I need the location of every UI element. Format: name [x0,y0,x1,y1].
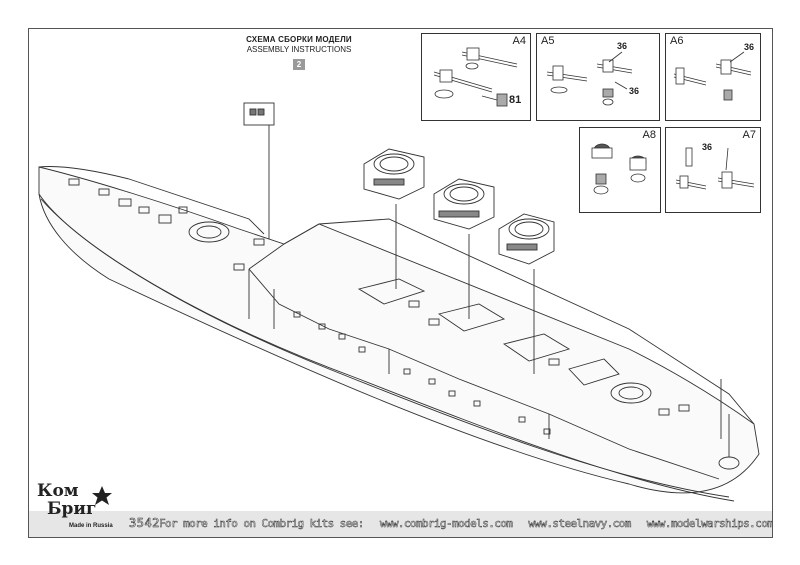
detail-box-a8: A8 [579,127,661,213]
a5-part-ref-top: 36 [617,41,628,51]
made-in-label: Made in Russia [69,523,113,529]
a6-part-ref: 36 [744,42,755,52]
title-russian: СХЕМА СБОРКИ МОДЕЛИ [246,35,352,44]
instruction-sheet: СХЕМА СБОРКИ МОДЕЛИ ASSEMBLY INSTRUCTION… [28,28,773,538]
a8-searchlight-drawing [591,143,647,195]
a7-label: A7 [742,129,756,141]
footer-info: For more info on Combrig kits see: www.c… [159,517,773,531]
a4-part-ref: 81 [509,94,522,106]
footer-url-steelnavy[interactable]: www.steelnavy.com [528,517,631,531]
footer-url-modelwarships[interactable]: www.modelwarships.com [646,517,773,531]
a4-gun-drawing [433,47,518,107]
turret-part-1 [363,148,425,200]
footer-bar: 3542 For more info on Combrig kits see: … [29,511,773,537]
a5-label: A5 [541,35,555,47]
a8-label: A8 [642,129,656,141]
a5-gun-drawing [546,51,633,106]
fore-barbette [188,221,230,243]
hull-assembly-drawing [38,102,760,502]
logo-text-brig: Бриг [47,499,97,519]
a7-part-ref: 36 [702,142,713,152]
title-english: ASSEMBLY INSTRUCTIONS [246,45,352,54]
detail-box-a7: A7 36 [665,127,761,213]
aft-barbette [610,382,652,404]
logo-text-kom: Ком [37,481,79,501]
a4-label: A4 [512,35,526,47]
a6-gun-drawing [673,51,752,101]
page-number-badge: 2 [293,59,305,70]
combrig-logo: Ком Бриг Made in Russia [33,481,123,537]
hull-outline [38,166,760,494]
turret-part-3 [498,213,555,265]
sheet-header: СХЕМА СБОРКИ МОДЕЛИ ASSEMBLY INSTRUCTION… [219,35,379,72]
kit-code: 3542 [129,516,160,531]
footer-url-combrig[interactable]: www.combrig-models.com [379,517,514,531]
a5-part-ref-bottom: 36 [629,86,640,96]
detail-box-a5: A5 36 36 [536,33,660,121]
footer-info-text: For more info on Combrig kits see: [159,517,365,531]
a7-gun-drawing [675,147,755,190]
detail-box-a4: A4 81 [421,33,531,121]
detail-box-a6: A6 36 [665,33,761,121]
star-icon [92,486,112,505]
a6-label: A6 [670,35,684,47]
turret-part-2 [433,178,495,230]
